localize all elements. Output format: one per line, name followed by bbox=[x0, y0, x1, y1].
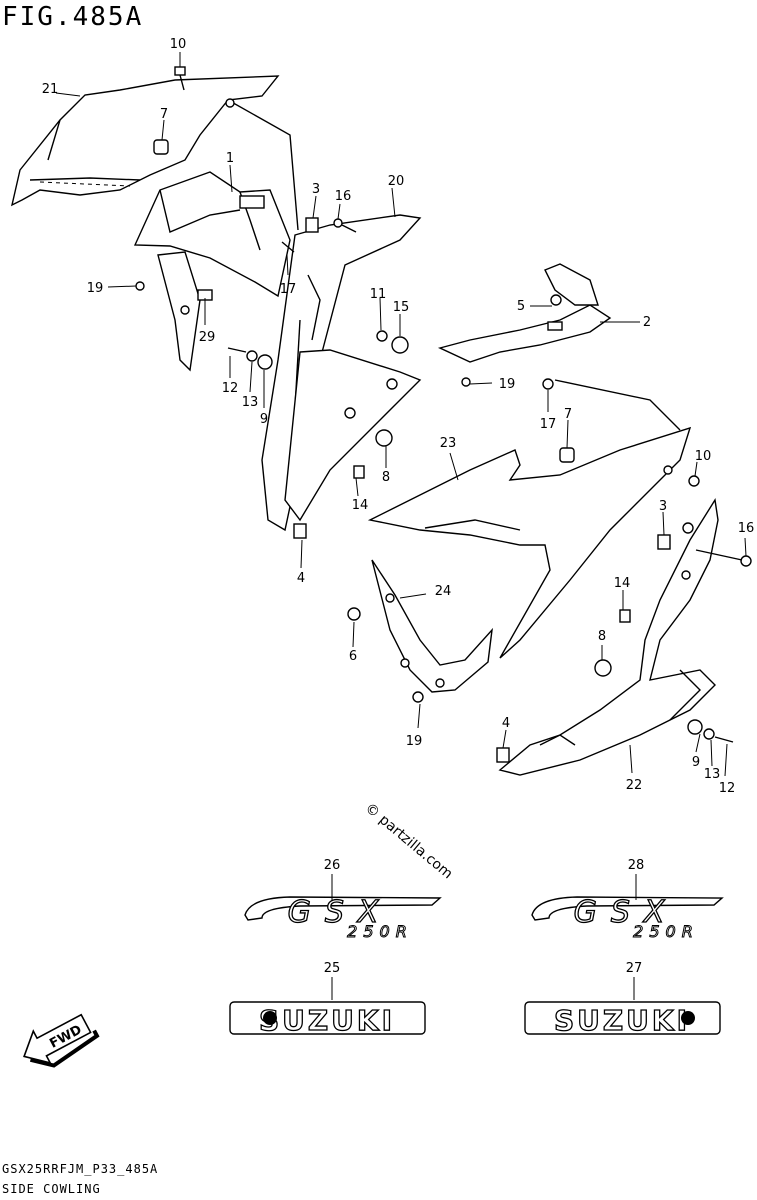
emblem-brand-right: SUZUKI bbox=[554, 1004, 690, 1037]
callout-1: 1 bbox=[226, 151, 234, 166]
part-29-bracket bbox=[157, 251, 213, 372]
callout-8-right: 8 bbox=[598, 629, 606, 644]
part-22-lower-cowl bbox=[498, 498, 719, 776]
callout-16-left: 16 bbox=[335, 189, 352, 204]
callout-13-right: 13 bbox=[704, 767, 721, 782]
callout-12-right: 12 bbox=[719, 781, 736, 796]
callout-2: 2 bbox=[643, 315, 651, 330]
emblem-dot-left bbox=[263, 1011, 277, 1025]
callout-7-right: 7 bbox=[564, 407, 572, 422]
part-21-upper-cowl bbox=[10, 75, 299, 231]
leader-lines bbox=[55, 52, 747, 777]
fasteners bbox=[135, 66, 752, 763]
callout-26: 26 bbox=[324, 858, 341, 873]
part-2-panel bbox=[437, 263, 612, 363]
callout-labels: 1 2 3 3 4 4 5 6 7 7 8 8 9 9 10 10 11 12 … bbox=[42, 37, 755, 976]
emblem-brand-left: SUZUKI bbox=[259, 1004, 395, 1037]
callout-10-right: 10 bbox=[695, 449, 712, 464]
callout-19-bottom: 19 bbox=[406, 734, 423, 749]
callout-25: 25 bbox=[324, 961, 341, 976]
callout-9-right: 9 bbox=[692, 755, 700, 770]
callout-28: 28 bbox=[628, 858, 645, 873]
callout-16-right: 16 bbox=[738, 521, 755, 536]
callout-9-left: 9 bbox=[260, 412, 268, 427]
callout-22: 22 bbox=[626, 778, 643, 793]
callout-6: 6 bbox=[349, 649, 357, 664]
callout-29: 29 bbox=[199, 330, 216, 345]
part-1-inner-cowl bbox=[133, 171, 291, 298]
emblem-dot-right bbox=[681, 1011, 695, 1025]
callout-3-right: 3 bbox=[659, 499, 667, 514]
part-24-inner-panel bbox=[371, 559, 493, 693]
callout-4-right: 4 bbox=[502, 716, 510, 731]
callout-3-left: 3 bbox=[312, 182, 320, 197]
callout-19-left: 19 bbox=[87, 281, 104, 296]
callout-13-left: 13 bbox=[242, 395, 259, 410]
callout-24: 24 bbox=[435, 584, 452, 599]
callout-19-right: 19 bbox=[499, 377, 516, 392]
callout-5: 5 bbox=[517, 299, 525, 314]
part-20-front-panel bbox=[261, 214, 422, 532]
callout-15: 15 bbox=[393, 300, 410, 315]
callout-23: 23 bbox=[440, 436, 457, 451]
callout-14-right: 14 bbox=[614, 576, 631, 591]
callout-10-top: 10 bbox=[170, 37, 187, 52]
emblems: GSX 250R GSX 250R SUZUKI SUZUKI bbox=[229, 874, 724, 1038]
callout-11: 11 bbox=[370, 287, 387, 302]
callout-12-left: 12 bbox=[222, 381, 239, 396]
part-23-side-cowl bbox=[367, 379, 692, 659]
callout-8-left: 8 bbox=[382, 470, 390, 485]
footer-section-name: SIDE COWLING bbox=[2, 1182, 101, 1196]
fwd-arrow: FWD bbox=[23, 1013, 100, 1068]
callout-4-left: 4 bbox=[297, 571, 305, 586]
callout-20: 20 bbox=[388, 174, 405, 189]
callout-14-left: 14 bbox=[352, 498, 369, 513]
callout-21: 21 bbox=[42, 82, 59, 97]
callout-27: 27 bbox=[626, 961, 643, 976]
emblem-gsx-left: GSX bbox=[288, 895, 393, 930]
callout-17-left: 17 bbox=[280, 282, 297, 297]
callout-17-right: 17 bbox=[540, 417, 557, 432]
footer-code: GSX25RRFJM_P33_485A bbox=[2, 1162, 159, 1176]
emblem-gsx-right: GSX bbox=[574, 895, 679, 930]
emblem-model-left: 250R bbox=[347, 922, 413, 941]
callout-7-top: 7 bbox=[160, 107, 168, 122]
figure-title: FIG.485A bbox=[2, 2, 144, 32]
emblem-model-right: 250R bbox=[633, 922, 699, 941]
